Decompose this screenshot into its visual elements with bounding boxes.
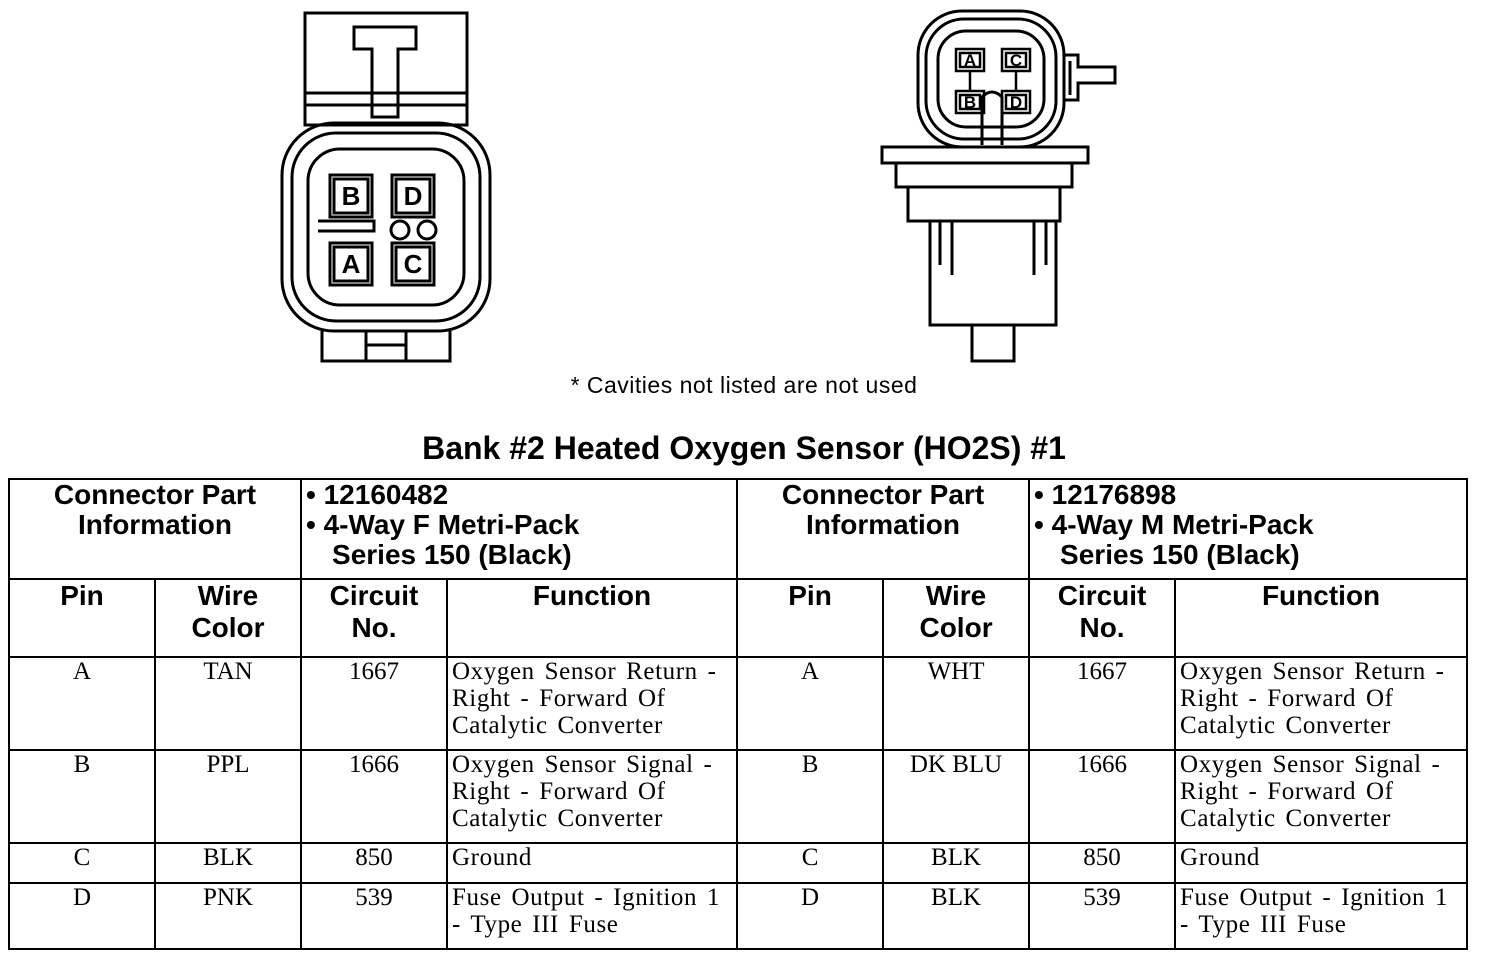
wire-color-cell: BLK — [153, 842, 303, 884]
connector-info-label-right: Connector Part Information — [736, 478, 1031, 580]
circuit-cell: 850 — [300, 842, 449, 884]
pin-cell: A — [736, 656, 885, 751]
cavity-label-d: D — [1010, 93, 1022, 112]
cavity-label-a: A — [964, 51, 976, 70]
header-circuit-no: Circuit No. — [1028, 578, 1177, 658]
function-cell: Oxygen Sensor Signal - Right - Forward O… — [446, 749, 739, 844]
circuit-cell: 1666 — [300, 749, 449, 844]
connector-info-row: Connector Part Information • 12160482 • … — [7, 478, 1469, 580]
wire-color-cell: BLK — [882, 842, 1031, 884]
pin-cell: D — [736, 882, 885, 950]
column-header-row: Pin Wire Color Circuit No. Function Pin … — [8, 578, 1469, 658]
pinout-table: Connector Part Information • 12160482 • … — [7, 478, 1469, 950]
circuit-cell: 850 — [1028, 842, 1177, 884]
cavity-label-a: A — [342, 249, 361, 279]
cavities-note: * Cavities not listed are not used — [570, 372, 918, 398]
female-connector-diagram: B D A C — [280, 11, 492, 363]
wire-color-cell: PPL — [153, 749, 303, 844]
table-row: B PPL 1666 Oxygen Sensor Signal - Right … — [8, 749, 1469, 844]
wire-color-cell: PNK — [153, 882, 303, 950]
connector-series: Series 150 (Black) — [332, 539, 572, 570]
pin-cell: B — [736, 749, 885, 844]
male-connector-diagram: A C B D — [880, 9, 1117, 363]
pin-cell: C — [8, 842, 156, 884]
function-cell: Ground — [1174, 842, 1469, 884]
circuit-cell: 539 — [1028, 882, 1177, 950]
function-cell: Oxygen Sensor Signal - Right - Forward O… — [1174, 749, 1469, 844]
connector-info-left: • 12160482 • 4-Way F Metri-Pack Series 1… — [300, 478, 739, 580]
page-title: Bank #2 Heated Oxygen Sensor (HO2S) #1 — [422, 430, 1066, 466]
circuit-cell: 1667 — [300, 656, 449, 751]
header-wire-color: Wire Color — [882, 578, 1031, 658]
part-number: • 12176898 — [1034, 479, 1177, 510]
wire-color-cell: TAN — [153, 656, 303, 751]
wire-color-cell: WHT — [882, 656, 1031, 751]
wire-color-cell: BLK — [882, 882, 1031, 950]
function-cell: Oxygen Sensor Return - Right - Forward O… — [446, 656, 739, 751]
connector-series: Series 150 (Black) — [1060, 539, 1300, 570]
table-row: A TAN 1667 Oxygen Sensor Return - Right … — [8, 656, 1469, 751]
header-pin: Pin — [736, 578, 885, 658]
pin-cell: C — [736, 842, 885, 884]
function-cell: Fuse Output - Ignition 1 - Type III Fuse — [446, 882, 739, 950]
cavity-label-d: D — [404, 181, 423, 211]
cavity-label-b: B — [964, 93, 976, 112]
function-cell: Oxygen Sensor Return - Right - Forward O… — [1174, 656, 1469, 751]
circuit-cell: 539 — [300, 882, 449, 950]
table-row: C BLK 850 Ground C BLK 850 Ground — [8, 842, 1469, 884]
circuit-cell: 1666 — [1028, 749, 1177, 844]
pin-cell: A — [8, 656, 156, 751]
header-function: Function — [1174, 578, 1469, 658]
function-cell: Ground — [446, 842, 739, 884]
wire-color-cell: DK BLU — [882, 749, 1031, 844]
part-number: • 12160482 — [306, 479, 449, 510]
connector-type: • 4-Way F Metri-Pack — [306, 509, 580, 540]
connector-info-right: • 12176898 • 4-Way M Metri-Pack Series 1… — [1028, 478, 1469, 580]
circuit-cell: 1667 — [1028, 656, 1177, 751]
header-pin: Pin — [8, 578, 156, 658]
connector-info-label-left: Connector Part Information — [7, 478, 303, 580]
header-function: Function — [446, 578, 739, 658]
header-circuit-no: Circuit No. — [300, 578, 449, 658]
pin-cell: B — [8, 749, 156, 844]
connector-type: • 4-Way M Metri-Pack — [1034, 509, 1314, 540]
header-wire-color: Wire Color — [153, 578, 303, 658]
function-cell: Fuse Output - Ignition 1 - Type III Fuse — [1174, 882, 1469, 950]
pin-cell: D — [8, 882, 156, 950]
cavity-label-c: C — [404, 249, 423, 279]
table-row: D PNK 539 Fuse Output - Ignition 1 - Typ… — [8, 882, 1469, 950]
cavity-label-b: B — [342, 181, 361, 211]
cavity-label-c: C — [1010, 51, 1022, 70]
